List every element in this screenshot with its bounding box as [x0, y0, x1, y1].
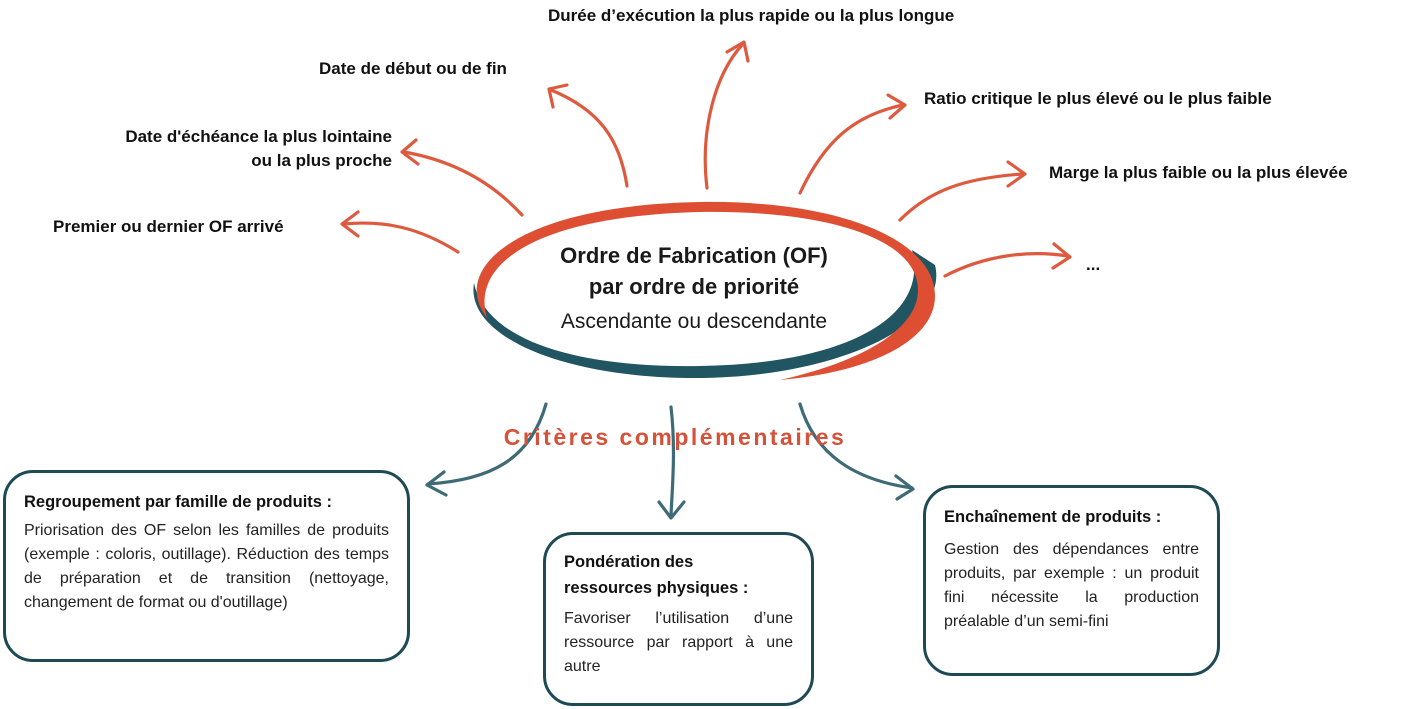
arrow-sequencing-head: [894, 474, 915, 501]
center-title-line1: Ordre de Fabrication (OF): [560, 243, 828, 268]
arrow-duration: [703, 43, 744, 190]
box-weighting-title: Pondération des ressources physiques :: [564, 549, 793, 601]
section-title-complementary: Critères complémentaires: [503, 424, 847, 450]
box-grouping-body: Priorisation des OF selon les familles d…: [24, 522, 389, 611]
box-sequencing-body: Gestion des dépendances entre produits, …: [944, 541, 1199, 630]
arrow-grouping: [426, 402, 548, 486]
criterion-duration: Durée d’exécution la plus rapide ou la p…: [548, 6, 955, 25]
center-label: Ordre de Fabrication (OF) par ordre de p…: [514, 240, 874, 336]
arrow-duration-head: [725, 40, 750, 63]
arrow-due-date: [402, 150, 524, 217]
criterion-due-date: Date d'échéance la plus lointaine ou la …: [40, 125, 392, 173]
arrow-start-end-head: [547, 83, 569, 109]
criterion-due-date-line2: ou la plus proche: [251, 151, 392, 170]
arrow-margin: [898, 172, 1025, 222]
box-weighting-title-line1: Pondération des: [564, 553, 694, 571]
arrow-weighting: [669, 405, 676, 518]
center-subtitle: Ascendante ou descendante: [560, 310, 828, 333]
criterion-margin: Marge la plus faible ou la plus élevée: [1049, 163, 1348, 182]
criterion-ratio: Ratio critique le plus élevé ou le plus …: [924, 89, 1272, 108]
arrow-fifo-head: [340, 210, 360, 238]
arrow-weighting-head: [657, 500, 686, 520]
arrow-ratio: [798, 103, 905, 195]
criterion-fifo: Premier ou dernier OF arrivé: [53, 217, 284, 236]
arrow-due-date-head: [400, 138, 420, 166]
arrow-more: [943, 252, 1070, 278]
criterion-due-date-line1: Date d'échéance la plus lointaine: [125, 127, 392, 146]
box-sequencing: Enchaînement de produits : Gestion des d…: [923, 485, 1220, 676]
box-weighting-title-line2: ressources physiques :: [564, 579, 749, 597]
arrow-start-end: [549, 88, 629, 188]
box-grouping: Regroupement par famille de produits : P…: [3, 470, 410, 662]
arrow-more-head: [1051, 242, 1072, 270]
center-title-line2: par ordre de priorité: [588, 274, 800, 299]
arrow-ratio-head: [886, 93, 907, 120]
arrow-fifo: [342, 221, 460, 254]
arrow-sequencing: [798, 402, 914, 490]
box-weighting-body: Favoriser l’utilisation d’une ressource …: [564, 610, 793, 675]
box-weighting: Pondération des ressources physiques : F…: [543, 532, 814, 706]
arrow-grouping-head: [425, 470, 448, 497]
criterion-start-end: Date de début ou de fin: [319, 59, 507, 78]
box-sequencing-title: Enchaînement de produits :: [944, 508, 1162, 526]
box-grouping-title: Regroupement par famille de produits :: [24, 493, 333, 511]
criterion-more: ...: [1086, 255, 1101, 274]
arrow-margin-head: [1006, 160, 1027, 188]
